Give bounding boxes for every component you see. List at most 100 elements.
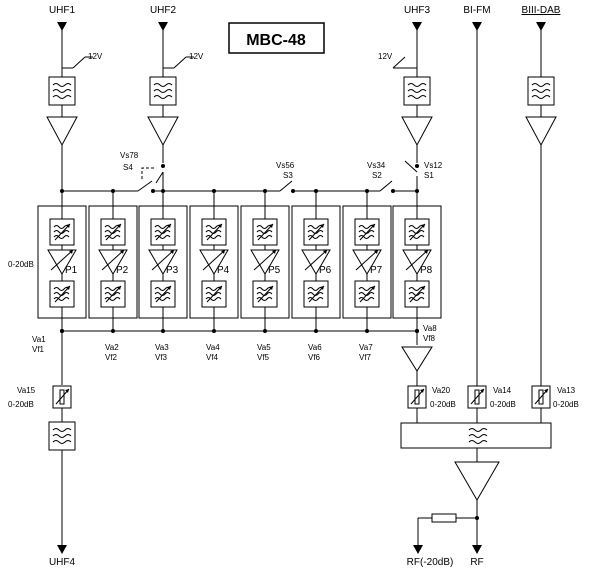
switch-vs12-label: Vs12: [424, 161, 443, 170]
module-p8: P8: [392, 191, 442, 333]
module-label: P8: [420, 265, 433, 276]
rf-combiner-section: Va20 0-20dB Va14 0-20dB Va13 0-20dB RF(-…: [400, 331, 579, 568]
vf-label: Vf7: [359, 353, 372, 362]
switch-s3-label: S3: [283, 171, 293, 180]
module-label: P6: [319, 265, 332, 276]
module-p3: P3: [138, 191, 188, 333]
uhf4-label: UHF4: [49, 557, 76, 568]
va15-attenuator: [52, 385, 72, 409]
uhf4-bandpass-filter: [48, 421, 76, 451]
uhf1-chain: UHF1 12V: [46, 5, 103, 191]
va14-range-label: 0-20dB: [490, 400, 516, 409]
va-label: Va1: [32, 335, 46, 344]
switch-s4-label: S4: [123, 163, 133, 172]
uhf1-bandpass-filter: [48, 76, 76, 106]
module-tunable-filter-bottom: [150, 280, 176, 308]
uhf1-supply-label: 12V: [88, 52, 103, 61]
uhf2-label: UHF2: [150, 5, 177, 16]
uhf2-chain: UHF2 12V: [147, 5, 204, 168]
module-p2: P2: [88, 191, 138, 333]
switch-s3: [279, 180, 293, 192]
module-label: P3: [166, 265, 179, 276]
uhf4-output-arrow: [57, 545, 67, 554]
module-tunable-filter-bottom: [100, 280, 126, 308]
va-label: Va2: [105, 343, 119, 352]
vf-label: Vf1: [32, 345, 45, 354]
uhf2-supply-label: 12V: [189, 52, 204, 61]
module-p1: P1: [37, 191, 87, 333]
va20-attenuator: [407, 385, 427, 409]
module-tunable-filter-top: [404, 218, 430, 246]
module-label: P1: [65, 265, 78, 276]
combiner-filter: [400, 422, 552, 449]
uhf2-amplifier: [147, 116, 179, 147]
va-label: Va7: [359, 343, 373, 352]
uhf3-supply-label: 12V: [378, 52, 393, 61]
rf-output-amplifier: [454, 461, 500, 501]
va14-attenuator: [467, 385, 487, 409]
rf-tap-resistor: [431, 513, 457, 523]
switch-vs34-label: Vs34: [367, 161, 386, 170]
rf-low-output-arrow: [413, 545, 423, 554]
module-p4: P4: [189, 191, 239, 333]
va13-label: Va13: [557, 386, 576, 395]
module-tunable-filter-top: [354, 218, 380, 246]
rf-label: RF: [470, 557, 483, 568]
vf-label: Vf2: [105, 353, 118, 362]
uhf3-amplifier: [401, 116, 433, 147]
va-label: Va5: [257, 343, 271, 352]
switch-vs78-label: Vs78: [120, 151, 139, 160]
switch-s4: [137, 180, 153, 192]
processing-modules: P1 P2 P3 P4 P5 P6 P7 P8: [37, 191, 442, 333]
module-label: P5: [268, 265, 281, 276]
switch-s2-label: S2: [372, 171, 382, 180]
module-tunable-filter-top: [252, 218, 278, 246]
module-tunable-filter-bottom: [201, 280, 227, 308]
va14-label: Va14: [493, 386, 512, 395]
va20-label: Va20: [432, 386, 451, 395]
rf-output-arrow: [472, 545, 482, 554]
va15-range-label: 0-20dB: [8, 400, 34, 409]
switch-s1-label: S1: [424, 171, 434, 180]
diagram-title: MBC-48: [246, 32, 306, 49]
biiidab-label: BIII-DAB: [522, 5, 561, 16]
uhf1-amplifier: [46, 116, 78, 147]
module-label: P2: [116, 265, 129, 276]
module-tunable-filter-bottom: [354, 280, 380, 308]
biiidab-chain: BIII-DAB: [522, 5, 561, 386]
va-label: Va3: [155, 343, 169, 352]
uhf3-output-amplifier: [401, 346, 433, 372]
input-bus: Vs78 S4 Vs56 S3 Vs34 S2 Vs12 S1: [60, 151, 443, 193]
vf-label: Vf4: [206, 353, 219, 362]
module-p6: P6: [291, 191, 341, 333]
switch-vs56-label: Vs56: [276, 161, 295, 170]
uhf3-label: UHF3: [404, 5, 431, 16]
vf-label: Vf8: [423, 334, 436, 343]
uhf3-bandpass-filter: [403, 76, 431, 106]
va15-label: Va15: [17, 386, 36, 395]
va13-attenuator: [531, 385, 551, 409]
module-tunable-filter-bottom: [303, 280, 329, 308]
switch-s2: [379, 180, 393, 192]
vf-label: Vf3: [155, 353, 168, 362]
vf-label: Vf5: [257, 353, 270, 362]
uhf2-bandpass-filter: [149, 76, 177, 106]
biiidab-bandpass-filter: [527, 76, 555, 106]
module-tunable-filter-top: [49, 218, 75, 246]
title-box: MBC-48: [228, 22, 325, 54]
va13-range-label: 0-20dB: [553, 400, 579, 409]
module-tunable-filter-bottom: [404, 280, 430, 308]
module-tunable-filter-top: [303, 218, 329, 246]
va-label: Va4: [206, 343, 220, 352]
module-tunable-filter-top: [100, 218, 126, 246]
module-label: P7: [370, 265, 383, 276]
va-label: Va6: [308, 343, 322, 352]
module-tunable-filter-top: [201, 218, 227, 246]
module-label: P4: [217, 265, 230, 276]
uhf3-chain: UHF3 12V: [378, 5, 433, 168]
switch-s1: [404, 160, 418, 173]
module-tunable-filter-top: [150, 218, 176, 246]
uhf1-label: UHF1: [49, 5, 76, 16]
